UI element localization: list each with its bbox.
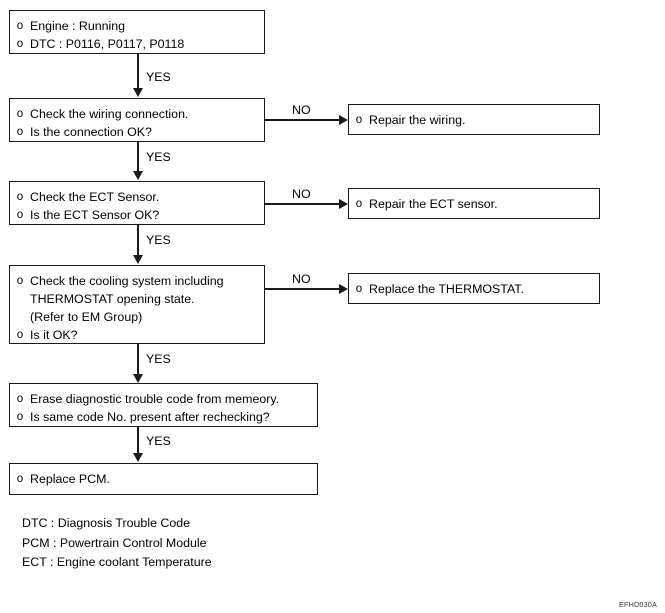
edge-label-yes: YES <box>146 352 171 366</box>
bullet-marker: o <box>16 209 24 221</box>
node-text: Check the wiring connection. <box>30 107 189 121</box>
bullet-marker: o <box>16 393 24 405</box>
node-line: o Repair the wiring. <box>349 111 599 129</box>
node-line: o Repair the ECT sensor. <box>349 195 599 213</box>
edge-label-yes: YES <box>146 70 171 84</box>
arrowhead-down-icon <box>133 255 143 264</box>
node-line: (Refer to EM Group) <box>10 308 264 326</box>
bullet-marker: o <box>16 329 24 341</box>
node-text: Is the ECT Sensor OK? <box>30 208 160 222</box>
node-line: o Check the wiring connection. <box>10 105 264 123</box>
edge-label-no: NO <box>292 103 311 117</box>
connector-horizontal <box>265 203 343 205</box>
node-text: DTC : P0116, P0117, P0118 <box>30 37 185 51</box>
edge-label-yes: YES <box>146 150 171 164</box>
bullet-marker: o <box>16 473 24 485</box>
node-line: o Engine : Running <box>10 17 264 35</box>
connector-vertical <box>137 142 139 173</box>
bullet-marker: o <box>355 282 363 295</box>
bullet-marker: o <box>16 275 24 287</box>
arrowhead-right-icon <box>339 115 348 125</box>
node-text: Erase diagnostic trouble code from memeo… <box>30 392 280 406</box>
node-text: THERMOSTAT opening state. <box>30 292 195 306</box>
arrowhead-down-icon <box>133 88 143 97</box>
connector-vertical <box>137 225 139 257</box>
node-text: (Refer to EM Group) <box>30 310 143 324</box>
arrowhead-down-icon <box>133 453 143 462</box>
legend-item-ect: ECT : Engine coolant Temperature <box>22 555 212 569</box>
bullet-marker: o <box>16 38 24 50</box>
arrowhead-down-icon <box>133 374 143 383</box>
legend-item-dtc: DTC : Diagnosis Trouble Code <box>22 516 191 530</box>
bullet-marker: o <box>16 191 24 203</box>
node-text: Is same code No. present after recheckin… <box>30 410 270 424</box>
bullet-marker: o <box>16 411 24 423</box>
edge-label-yes: YES <box>146 233 171 247</box>
arrowhead-right-icon <box>339 284 348 294</box>
node-line: THERMOSTAT opening state. <box>10 290 264 308</box>
legend-item-pcm: PCM : Powertrain Control Module <box>22 535 207 550</box>
connector-horizontal <box>265 288 343 290</box>
bullet-marker: o <box>355 197 363 210</box>
node-line: o DTC : P0116, P0117, P0118 <box>10 35 264 53</box>
node-text: Check the cooling system including <box>30 274 224 288</box>
node-text: Repair the wiring. <box>369 112 466 127</box>
connector-horizontal <box>265 119 343 121</box>
node-text: Is the connection OK? <box>30 125 152 139</box>
node-line: o Check the ECT Sensor. <box>10 188 264 206</box>
node-check-cooling-system: o Check the cooling system including THE… <box>9 265 265 344</box>
node-text: Repair the ECT sensor. <box>369 196 498 211</box>
node-check-wiring: o Check the wiring connection. o Is the … <box>9 98 265 142</box>
node-repair-ect-sensor: o Repair the ECT sensor. <box>348 188 600 219</box>
edge-label-no: NO <box>292 187 311 201</box>
node-line: o Replace PCM. <box>10 470 317 488</box>
arrowhead-down-icon <box>133 171 143 180</box>
node-text: Engine : Running <box>30 19 126 33</box>
node-line: o Is the ECT Sensor OK? <box>10 206 264 224</box>
node-repair-wiring: o Repair the wiring. <box>348 104 600 135</box>
edge-label-yes: YES <box>146 434 171 448</box>
node-erase-diagnostic-code: o Erase diagnostic trouble code from mem… <box>9 383 318 427</box>
node-text: Replace the THERMOSTAT. <box>369 281 524 296</box>
node-check-ect-sensor: o Check the ECT Sensor. o Is the ECT Sen… <box>9 181 265 225</box>
node-text: Is it OK? <box>30 328 78 342</box>
node-line: o Is it OK? <box>10 326 264 344</box>
bullet-marker: o <box>16 126 24 138</box>
node-line: o Is the connection OK? <box>10 123 264 141</box>
node-text: Check the ECT Sensor. <box>30 190 160 204</box>
connector-vertical <box>137 54 139 90</box>
node-line: o Is same code No. present after recheck… <box>10 408 317 426</box>
node-line: o Replace the THERMOSTAT. <box>349 280 599 298</box>
arrowhead-right-icon <box>339 199 348 209</box>
node-line: o Erase diagnostic trouble code from mem… <box>10 390 317 408</box>
node-replace-pcm: o Replace PCM. <box>9 463 318 495</box>
figure-code: EFHD030A <box>619 600 657 609</box>
node-text: Replace PCM. <box>30 472 110 486</box>
node-line: o Check the cooling system including <box>10 272 264 290</box>
node-start-conditions: o Engine : Running o DTC : P0116, P0117,… <box>9 10 265 54</box>
connector-vertical <box>137 344 139 376</box>
bullet-marker: o <box>355 113 363 126</box>
bullet-marker: o <box>16 108 24 120</box>
node-replace-thermostat: o Replace the THERMOSTAT. <box>348 273 600 304</box>
bullet-marker: o <box>16 20 24 32</box>
edge-label-no: NO <box>292 272 311 286</box>
abbreviation-legend: DTC : Diagnosis Trouble Code PCM : Power… <box>22 514 212 573</box>
connector-vertical <box>137 427 139 455</box>
